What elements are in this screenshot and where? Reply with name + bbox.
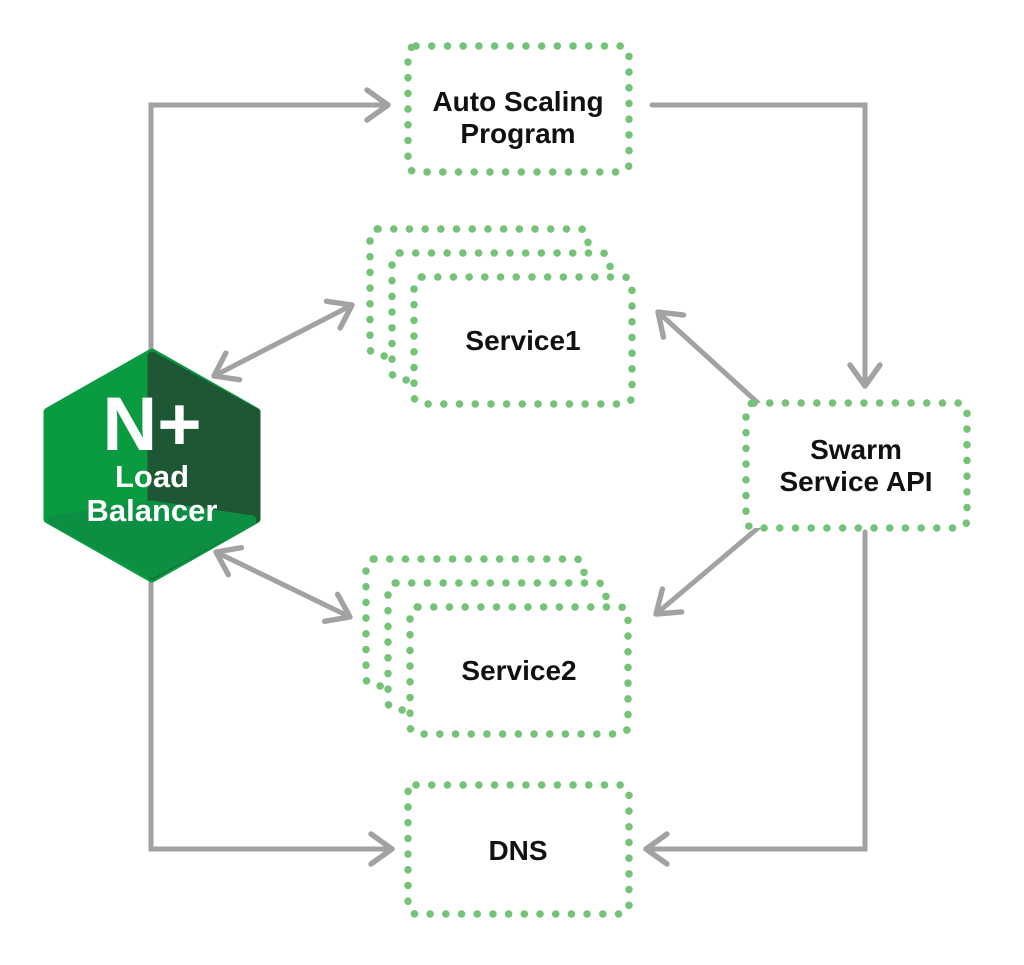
edge-loadbalancer-to-dns [148, 577, 395, 867]
edge-swarmapi-to-service2 [653, 525, 761, 617]
loadbalancer-label-line1: Load [115, 459, 189, 494]
swarm-service-api-box [742, 399, 971, 532]
auto-scaling-program-box [404, 42, 633, 176]
edge-loadbalancer-service1-twoway [211, 298, 355, 383]
dns-label: DNS [488, 835, 547, 866]
node-load-balancer: N+ Load Balancer [43, 348, 261, 583]
node-dns: DNS [404, 781, 633, 918]
service1-stack-front-box [410, 273, 636, 408]
swarm-service-api-label-line2: Service API [779, 466, 932, 497]
service1-label: Service1 [465, 325, 580, 356]
loadbalancer-label-line2: Balancer [87, 493, 218, 528]
loadbalancer-hexagon-bottom-face [47, 500, 257, 579]
edge-swarmapi-to-dns [643, 529, 868, 867]
node-service2: Service2 [362, 555, 632, 738]
nginx-plus-logo-mark: N+ [102, 382, 201, 467]
edge-swarmapi-to-service1 [655, 309, 761, 406]
edge-autoscaling-to-swarmapi [649, 102, 883, 389]
auto-scaling-program-label-line1: Auto Scaling [432, 86, 603, 117]
node-swarm-service-api: Swarm Service API [742, 399, 971, 532]
edges [148, 87, 883, 867]
swarm-service-api-label-line1: Swarm [810, 434, 902, 465]
node-auto-scaling-program: Auto Scaling Program [404, 42, 633, 176]
service2-stack-front-box [406, 603, 632, 738]
node-service1: Service1 [366, 225, 636, 408]
edge-loadbalancer-to-autoscaling [148, 87, 391, 352]
edge-loadbalancer-service2-twoway [213, 544, 353, 625]
auto-scaling-program-label-line2: Program [460, 118, 575, 149]
service2-label: Service2 [461, 655, 576, 686]
dns-box [404, 781, 633, 918]
